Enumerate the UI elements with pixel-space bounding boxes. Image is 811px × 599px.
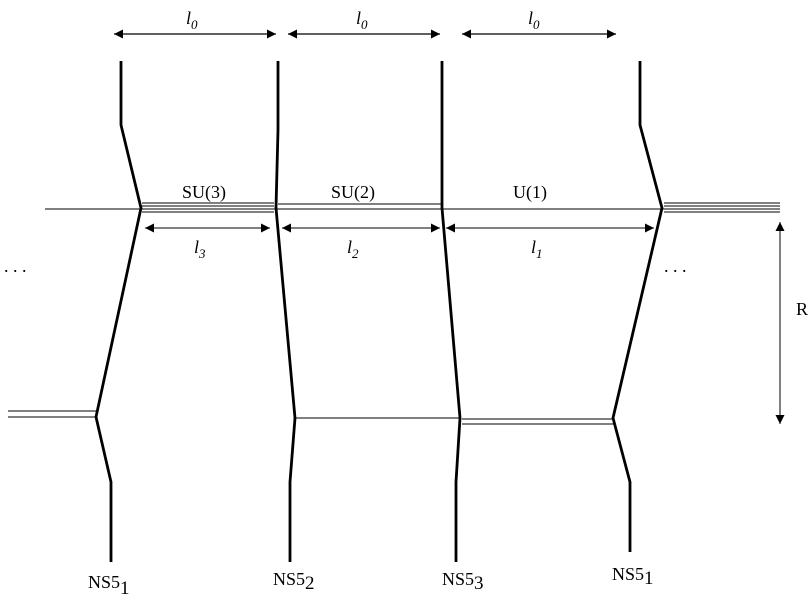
gauge-label-u1: U(1) [513, 182, 547, 203]
ns5-brane-1 [94, 61, 143, 562]
ns5-label-3: NS53 [442, 569, 484, 594]
spacing-label-3: l0 [528, 8, 540, 32]
interval-label-l3: l3 [194, 237, 206, 261]
ns5-brane-3 [440, 61, 462, 562]
interval-label-l2: l2 [347, 237, 359, 261]
lower-d4-branes [8, 410, 614, 425]
ns5-brane-2 [274, 61, 297, 562]
ns5-brane-4 [611, 61, 664, 552]
upper-d4-stacks [142, 202, 780, 213]
ellipsis-right: . . . [664, 256, 687, 276]
gauge-label-su2: SU(2) [331, 182, 375, 203]
spacing-label-2: l0 [356, 8, 368, 32]
ns5-branes [94, 61, 664, 562]
ns5-label-1: NS51 [88, 572, 130, 599]
ellipsis-left: . . . [4, 256, 27, 276]
gauge-label-su3: SU(3) [182, 182, 226, 203]
separation-label: R [796, 299, 808, 319]
interval-label-l1: l1 [531, 237, 543, 261]
ns5-label-2: NS52 [273, 569, 315, 594]
spacing-label-1: l0 [186, 8, 198, 32]
ns5-label-4: NS51 [612, 564, 654, 589]
